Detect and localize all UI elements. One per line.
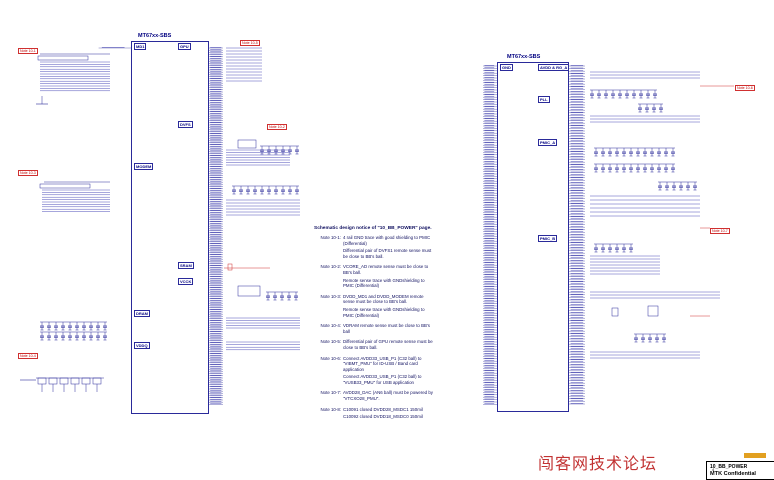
note-line: 4 rail GND trace with good shielding to … xyxy=(343,235,431,246)
test-point xyxy=(227,263,233,271)
note-tag-10-2: Note 10-2 xyxy=(267,124,287,130)
right-chip-title: MT67xx-SBS xyxy=(507,54,541,60)
company-logo xyxy=(744,453,766,458)
left-chip-section-vddq: VDDQ xyxy=(134,342,150,349)
sense-component xyxy=(237,139,257,149)
note-line: Connect AVDD33_USB_P1 (C32 ball) to "VIB… xyxy=(343,355,422,372)
decoupling-cap xyxy=(81,377,91,385)
note-line: C10091 closed DVDD28_MSDC1 150mil xyxy=(343,406,423,412)
watermark-text: 闯客网技术论坛 xyxy=(538,454,658,473)
note-line: C10092 closed DVDD18_MSDC0 150mil xyxy=(343,414,423,420)
note-line: AVDD28_DAC (AN6 ball) must be powered by… xyxy=(343,390,433,402)
left-chip-section-modem: MODEM xyxy=(134,163,154,170)
note-row: Note 10-8:C10091 closed DVDD28_MSDC1 150… xyxy=(314,407,436,422)
note-text: DVDD_MD1 and DVDD_MODEM remote sense mus… xyxy=(343,294,436,320)
regulator-component xyxy=(611,307,619,317)
right-chip-section-pmic-a: PMIC_A xyxy=(538,139,558,146)
note-tag-10-1: Note 10-1 xyxy=(18,48,38,54)
left-chip-section-md1: MD1 xyxy=(134,43,147,50)
note-line: VCORE_AD remote sense must be close to B… xyxy=(343,264,429,275)
left-chip-section-vcck: VCCK xyxy=(178,278,194,285)
right-chip-section-gnd: GND xyxy=(500,64,513,71)
right-chip-section-pmic-b: PMIC_B xyxy=(538,235,558,242)
note-line: Remote sense trace with GNDshielding to … xyxy=(343,277,425,289)
design-notes-panel: Schematic design notice of "10_BB_POWER"… xyxy=(314,226,436,425)
note-text: 4 rail GND trace with good shielding to … xyxy=(343,235,436,261)
note-line: Differential pair of GPU remote sense mu… xyxy=(343,339,433,350)
right-chip-section-pll: PLL xyxy=(538,96,550,103)
note-row: Note 10-1:4 rail GND trace with good shi… xyxy=(314,235,436,261)
note-row: Note 10-7:AVDD28_DAC (AN6 ball) must be … xyxy=(314,390,436,403)
left-chip-body xyxy=(131,41,209,414)
right-chip-body xyxy=(497,62,569,412)
note-row: Note 10-2:VCORE_AD remote sense must be … xyxy=(314,264,436,290)
note-text: Differential pair of GPU remote sense mu… xyxy=(343,339,436,352)
sheet-name: 10_BB_POWER xyxy=(710,464,748,470)
note-text: VDRAM remote sense must be close to BB's… xyxy=(343,323,436,336)
note-tag-10-3: Note 10-3 xyxy=(18,170,38,176)
note-row: Note 10-6:Connect AVDD33_USB_P1 (C32 bal… xyxy=(314,356,436,388)
note-id: Note 10-3: xyxy=(320,293,341,299)
confidential-label: MTK Confidential xyxy=(710,471,756,477)
note-id: Note 10-7: xyxy=(320,390,341,396)
note-line: Differential pair of DVFS1 remote sense … xyxy=(343,248,432,259)
note-line: Connect AVDD33_USB_P1 (C32 ball) to "VUS… xyxy=(343,374,422,385)
note-id: Note 10-8: xyxy=(320,406,341,412)
title-block: 10_BB_POWER MTK Confidential xyxy=(706,461,774,480)
resistor-block xyxy=(37,55,89,61)
sense-component xyxy=(237,285,261,297)
note-line: Remote sense trace with GNDshielding to … xyxy=(343,306,425,318)
note-tag-10-6: Note 10-6 xyxy=(735,85,755,91)
note-tag-10-4: Note 10-4 xyxy=(18,353,38,359)
note-id: Note 10-2: xyxy=(320,264,341,270)
note-tag-10-7: Note 10-7 xyxy=(710,228,730,234)
resistor-block xyxy=(39,183,91,189)
decoupling-cap xyxy=(70,377,80,385)
right-chip-section-avdd: AVDD & RG_A xyxy=(538,64,570,71)
decoupling-cap xyxy=(48,377,58,385)
note-text: AVDD28_DAC (AN6 ball) must be powered by… xyxy=(343,390,436,403)
note-line: VDRAM remote sense must be close to BB's… xyxy=(343,323,430,334)
left-chip-title: MT67xx-SBS xyxy=(138,33,172,39)
note-text: Connect AVDD33_USB_P1 (C32 ball) to "VIB… xyxy=(343,356,436,388)
note-line: DVDD_MD1 and DVDD_MODEM remote sense mus… xyxy=(343,293,424,305)
note-row: Note 10-4:VDRAM remote sense must be clo… xyxy=(314,323,436,336)
left-chip-section-dvfs: DVFS xyxy=(178,121,193,128)
page-number: 4 xyxy=(712,467,715,472)
note-tag-10-5: Note 10-5 xyxy=(240,40,260,46)
note-text: VCORE_AD remote sense must be close to B… xyxy=(343,264,436,290)
note-row: Note 10-3:DVDD_MD1 and DVDD_MODEM remote… xyxy=(314,294,436,320)
left-chip-section-sram: SRAM xyxy=(178,262,194,269)
notes-list: Note 10-1:4 rail GND trace with good shi… xyxy=(314,235,436,422)
regulator-component xyxy=(647,305,659,317)
note-id: Note 10-4: xyxy=(320,323,341,329)
note-row: Note 10-5:Differential pair of GPU remot… xyxy=(314,339,436,352)
notes-heading: Schematic design notice of "10_BB_POWER"… xyxy=(314,226,432,231)
decoupling-cap xyxy=(37,377,47,385)
decoupling-cap xyxy=(92,377,102,385)
note-id: Note 10-5: xyxy=(320,339,341,345)
left-chip-section-dram: DRAM xyxy=(134,310,150,317)
decoupling-cap xyxy=(59,377,69,385)
left-chip-section-gpu: GPU xyxy=(178,43,191,50)
note-id: Note 10-1: xyxy=(320,235,341,240)
note-id: Note 10-6: xyxy=(320,355,341,361)
